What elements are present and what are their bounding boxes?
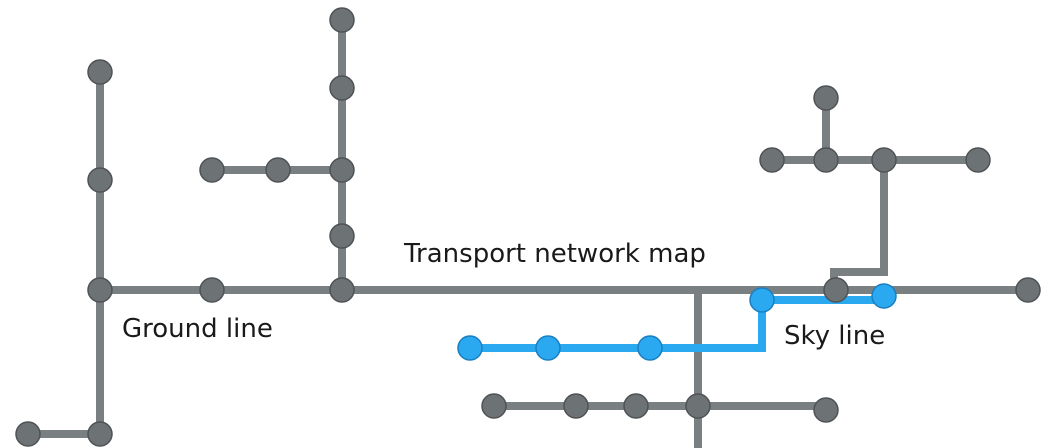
ground-station[interactable] bbox=[759, 147, 785, 173]
ground-station[interactable] bbox=[199, 277, 225, 303]
ground-station[interactable] bbox=[87, 277, 113, 303]
sky-line-stations bbox=[457, 283, 897, 361]
ground-station[interactable] bbox=[329, 277, 355, 303]
ground-station[interactable] bbox=[481, 393, 507, 419]
ground-station[interactable] bbox=[623, 393, 649, 419]
sky-station[interactable] bbox=[871, 283, 897, 309]
sky-station[interactable] bbox=[535, 335, 561, 361]
ground-station[interactable] bbox=[329, 157, 355, 183]
ground-station[interactable] bbox=[813, 397, 839, 423]
sky-station[interactable] bbox=[457, 335, 483, 361]
ground-track-ne-connector bbox=[830, 160, 888, 290]
ground-station[interactable] bbox=[813, 147, 839, 173]
ground-station[interactable] bbox=[329, 223, 355, 249]
ground-station[interactable] bbox=[329, 75, 355, 101]
ground-station[interactable] bbox=[15, 421, 41, 447]
ground-station[interactable] bbox=[329, 7, 355, 33]
ground-station[interactable] bbox=[563, 393, 589, 419]
ground-station[interactable] bbox=[813, 85, 839, 111]
ground-station[interactable] bbox=[87, 167, 113, 193]
sky-line-track bbox=[470, 296, 882, 352]
ground-station[interactable] bbox=[265, 157, 291, 183]
ground-station[interactable] bbox=[87, 59, 113, 85]
map-title: Transport network map bbox=[403, 239, 706, 269]
ground-line-label: Ground line bbox=[122, 314, 273, 344]
ground-station[interactable] bbox=[823, 277, 849, 303]
sky-station[interactable] bbox=[749, 287, 775, 313]
ground-line-tracks bbox=[28, 20, 1028, 448]
ground-station[interactable] bbox=[199, 157, 225, 183]
ground-line-stations bbox=[15, 7, 1041, 447]
ground-station[interactable] bbox=[965, 147, 991, 173]
sky-line-label: Sky line bbox=[784, 321, 885, 351]
ground-station[interactable] bbox=[871, 147, 897, 173]
sky-station[interactable] bbox=[637, 335, 663, 361]
ground-station[interactable] bbox=[685, 393, 711, 419]
ground-station[interactable] bbox=[87, 421, 113, 447]
ground-station[interactable] bbox=[1015, 277, 1041, 303]
